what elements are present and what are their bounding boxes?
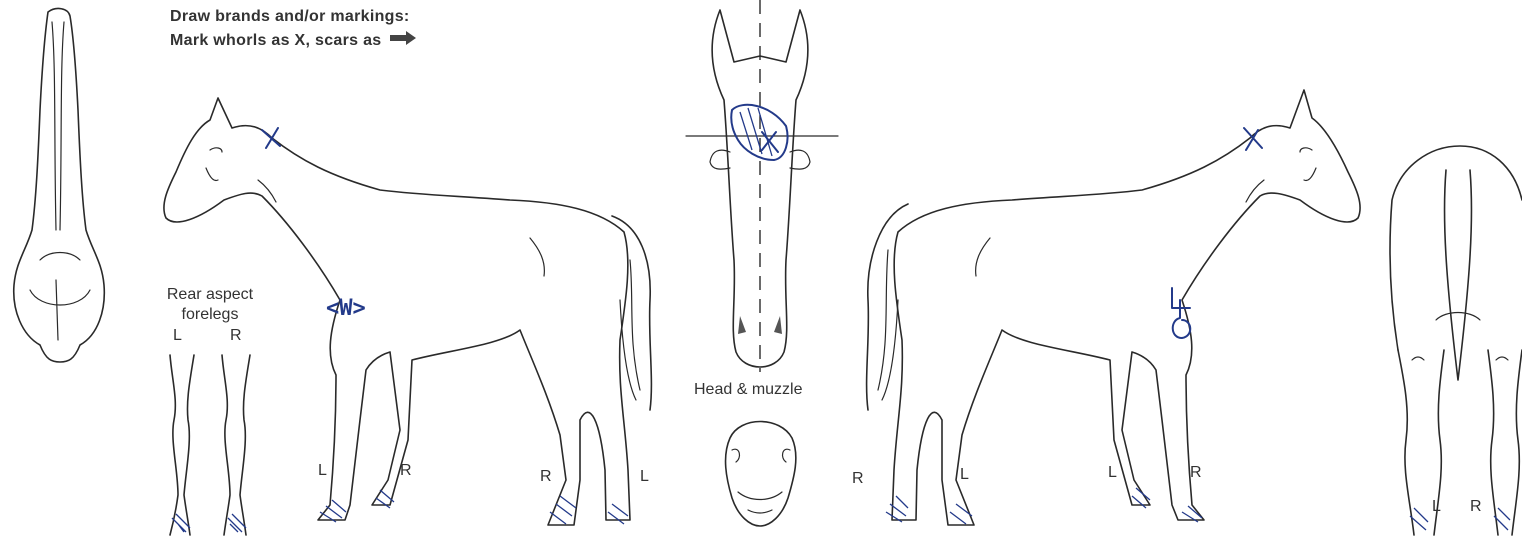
left-horse-near-hind-label: L <box>640 468 649 486</box>
head-front-view <box>686 0 838 372</box>
left-horse-near-fore-label: L <box>318 462 327 480</box>
rear-aspect-left-label: L <box>173 327 182 345</box>
instructions-line-1: Draw brands and/or markings: <box>170 6 410 28</box>
rear-view-right-label: R <box>1470 498 1482 516</box>
muzzle-view <box>726 422 796 527</box>
rear-aspect-forelegs <box>170 355 250 535</box>
left-horse-off-hind-label: R <box>540 468 552 486</box>
right-horse-off-hind-label: R <box>852 470 864 488</box>
instructions-line-2-text: Mark whorls as X, scars as <box>170 32 381 49</box>
rear-aspect-right-label: R <box>230 327 242 345</box>
rear-view-left-label: L <box>1432 498 1441 516</box>
rear-view-horse <box>1390 146 1522 535</box>
left-horse-off-fore-label: R <box>400 462 412 480</box>
instructions-line-2: Mark whorls as X, scars as <box>170 30 416 52</box>
arrow-right-icon <box>390 30 416 52</box>
right-side-horse <box>867 90 1361 525</box>
rear-aspect-label-2: forelegs <box>150 306 270 324</box>
right-horse-near-fore-label: L <box>1108 464 1117 482</box>
right-horse-near-hind-label: L <box>960 466 969 484</box>
left-horse-brand: <W> <box>326 296 366 321</box>
top-view-horse <box>14 9 105 362</box>
rear-aspect-label-1: Rear aspect <box>150 286 270 304</box>
head-muzzle-label: Head & muzzle <box>694 381 803 399</box>
right-horse-off-fore-label: R <box>1190 464 1202 482</box>
